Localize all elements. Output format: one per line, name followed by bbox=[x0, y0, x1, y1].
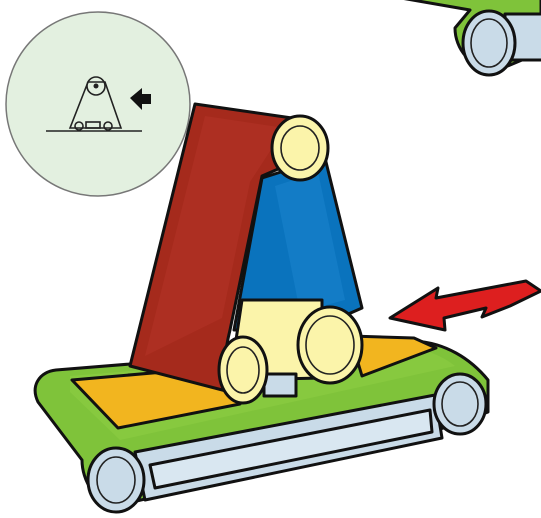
partial-machine-top-right bbox=[378, 0, 541, 75]
arrow-left-icon bbox=[390, 281, 541, 330]
inset-side-view bbox=[6, 12, 190, 196]
